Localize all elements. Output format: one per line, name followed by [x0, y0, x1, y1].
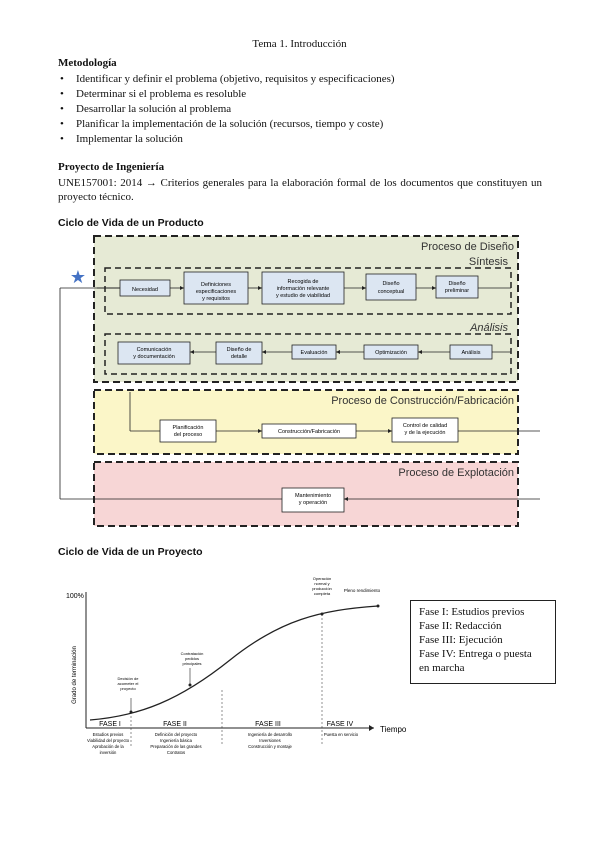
legend-item: Fase IV: Entrega o puesta	[419, 648, 532, 660]
phase-label: FASE IV	[327, 721, 354, 728]
step-diseno-preliminar	[435, 275, 479, 299]
list-item: Desarrollar la solución al problema	[58, 102, 395, 117]
step-control-calidad	[391, 417, 459, 443]
step-mantenimiento	[281, 487, 345, 513]
legend-item: en marcha	[419, 662, 465, 674]
diseno-label: Proceso de Diseño	[421, 241, 514, 253]
page-title: Tema 1. Introducción	[252, 38, 347, 50]
step-comunicacion	[117, 341, 191, 365]
list-item: Determinar si el problema es resoluble	[58, 87, 395, 102]
step-recogida	[261, 271, 345, 305]
phase-legend: Fase I: Estudios previos Fase II: Redacc…	[410, 600, 556, 684]
legend-item: Fase I: Estudios previos	[419, 606, 525, 618]
completion-curve	[89, 605, 379, 721]
step-label: Construcción/Fabricación	[278, 429, 340, 435]
list-item: Planificar la implementación de la soluc…	[58, 117, 395, 132]
step-especificaciones	[183, 271, 249, 305]
step-label: Necesidad	[132, 287, 158, 293]
construccion-label: Proceso de Construcción/Fabricación	[331, 395, 514, 407]
sintesis-region	[104, 267, 512, 315]
y-top-label: 100%	[66, 593, 84, 600]
legend-item: Fase III: Ejecución	[419, 634, 503, 646]
phase-note: Puesta en servicio	[324, 732, 359, 737]
proyecto-heading: Proyecto de Ingeniería	[58, 161, 165, 173]
sintesis-label: Síntesis	[469, 256, 509, 268]
phase-label: FASE II	[163, 721, 187, 728]
step-label: Análisis	[462, 350, 481, 356]
analisis-region	[104, 333, 512, 375]
list-item: Identificar y definir el problema (objet…	[58, 72, 395, 87]
metodologia-list: Identificar y definir el problema (objet…	[58, 72, 395, 147]
ciclo-producto-heading: Ciclo de Vida de un Producto	[58, 217, 204, 229]
step-label: Evaluación	[301, 350, 328, 356]
y-axis-label: Grado de terminación	[72, 646, 78, 704]
phase-label: FASE III	[255, 721, 281, 728]
step-diseno-detalle	[215, 341, 263, 365]
list-item: Implementar la solución	[58, 132, 395, 147]
step-diseno-conceptual	[365, 273, 417, 301]
phase-label: FASE I	[99, 721, 121, 728]
ciclo-proyecto-heading: Ciclo de Vida de un Proyecto	[58, 546, 203, 558]
metodologia-heading: Metodología	[58, 57, 117, 69]
step-label: Optimización	[375, 350, 407, 356]
star-icon: ★	[70, 267, 86, 287]
x-axis-label: Tiempo	[380, 725, 407, 734]
legend-item: Fase II: Redacción	[419, 620, 502, 632]
analisis-label: Análisis	[469, 322, 508, 334]
explotacion-label: Proceso de Explotación	[398, 467, 514, 479]
curve-note: Pleno rendimiento	[344, 588, 381, 593]
proyecto-text: UNE157001: 2014 → Criterios generales pa…	[58, 177, 542, 203]
